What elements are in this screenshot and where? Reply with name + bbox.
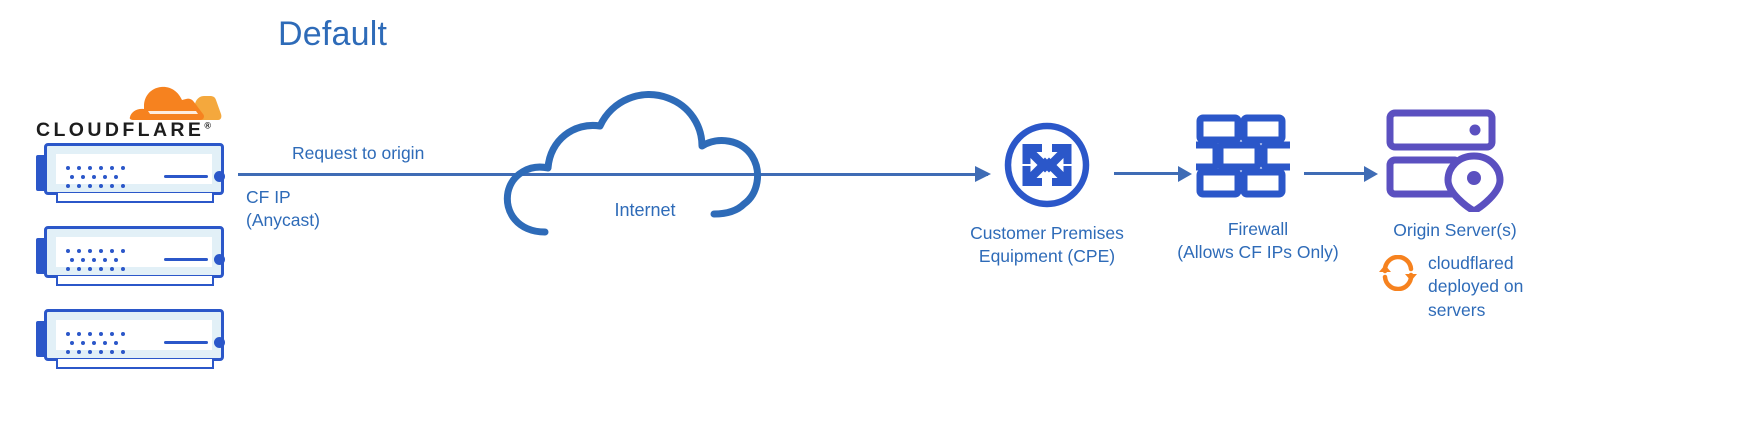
server-vents-icon <box>66 166 144 188</box>
cloudflare-wordmark: CLOUDFLARE® <box>36 119 211 141</box>
firewall-label-line1: Firewall <box>1227 219 1289 239</box>
server-unit-3 <box>36 309 226 371</box>
cloudflare-logo: CLOUDFLARE® <box>36 86 232 142</box>
cpe-label-line1: Customer Premises <box>970 223 1124 243</box>
server-vents-icon <box>66 249 144 271</box>
cf-ip-label-line1: CF IP <box>246 187 291 207</box>
server-unit-1 <box>36 143 226 205</box>
brick-wall-icon <box>1196 114 1290 198</box>
cf-ip-label-line2: (Anycast) <box>246 210 320 231</box>
server-led-icon <box>214 337 225 348</box>
firewall-label-line2: (Allows CF IPs Only) <box>1177 242 1339 263</box>
server-slot-line <box>164 258 208 261</box>
request-arrow-line <box>238 173 988 176</box>
server-base <box>56 359 214 369</box>
trademark-symbol: ® <box>204 120 211 131</box>
cf-ip-label: CF IP (Anycast) <box>246 186 320 233</box>
refresh-cycle-icon <box>1379 255 1417 291</box>
converging-arrows-circle-icon <box>1004 122 1090 208</box>
cloudflared-note: cloudflared deployed on servers <box>1378 252 1578 322</box>
request-arrowhead-icon <box>975 166 991 182</box>
cloudflared-line3: servers <box>1428 299 1486 320</box>
server-led-icon <box>214 254 225 265</box>
server-location-pin-icon <box>1386 109 1504 212</box>
server-unit-2 <box>36 226 226 288</box>
server-face <box>56 154 225 188</box>
server-base <box>56 193 214 203</box>
server-slot-line <box>164 341 208 344</box>
firewall-to-origin-arrow-line <box>1304 172 1370 175</box>
server-body <box>44 309 225 361</box>
server-base <box>56 276 214 286</box>
server-face <box>56 237 225 271</box>
firewall-label: Firewall (Allows CF IPs Only) <box>1140 218 1376 265</box>
cpe-to-firewall-arrowhead-icon <box>1178 166 1192 182</box>
server-body <box>44 143 225 195</box>
page-title: Default <box>278 15 388 53</box>
cpe-label: Customer Premises Equipment (CPE) <box>930 222 1164 269</box>
cpe-label-line2: Equipment (CPE) <box>978 246 1116 267</box>
firewall-to-origin-arrowhead-icon <box>1364 166 1378 182</box>
request-to-origin-label: Request to origin <box>292 143 425 163</box>
cloudflared-line2: deployed on <box>1428 276 1524 297</box>
server-body <box>44 226 225 278</box>
cloudflared-text: cloudflared deployed on servers <box>1428 252 1523 322</box>
server-led-icon <box>214 171 225 182</box>
server-slot-line <box>164 175 208 178</box>
cloudflared-line1: cloudflared <box>1428 253 1514 273</box>
origin-server-label: Origin Server(s) <box>1393 220 1517 240</box>
cpe-to-firewall-arrow-line <box>1114 172 1184 175</box>
internet-label: Internet <box>614 200 676 220</box>
cloudflare-cloud-logo-icon <box>129 86 222 120</box>
server-vents-icon <box>66 332 144 354</box>
cloud-icon <box>503 91 762 236</box>
server-face <box>56 320 225 354</box>
